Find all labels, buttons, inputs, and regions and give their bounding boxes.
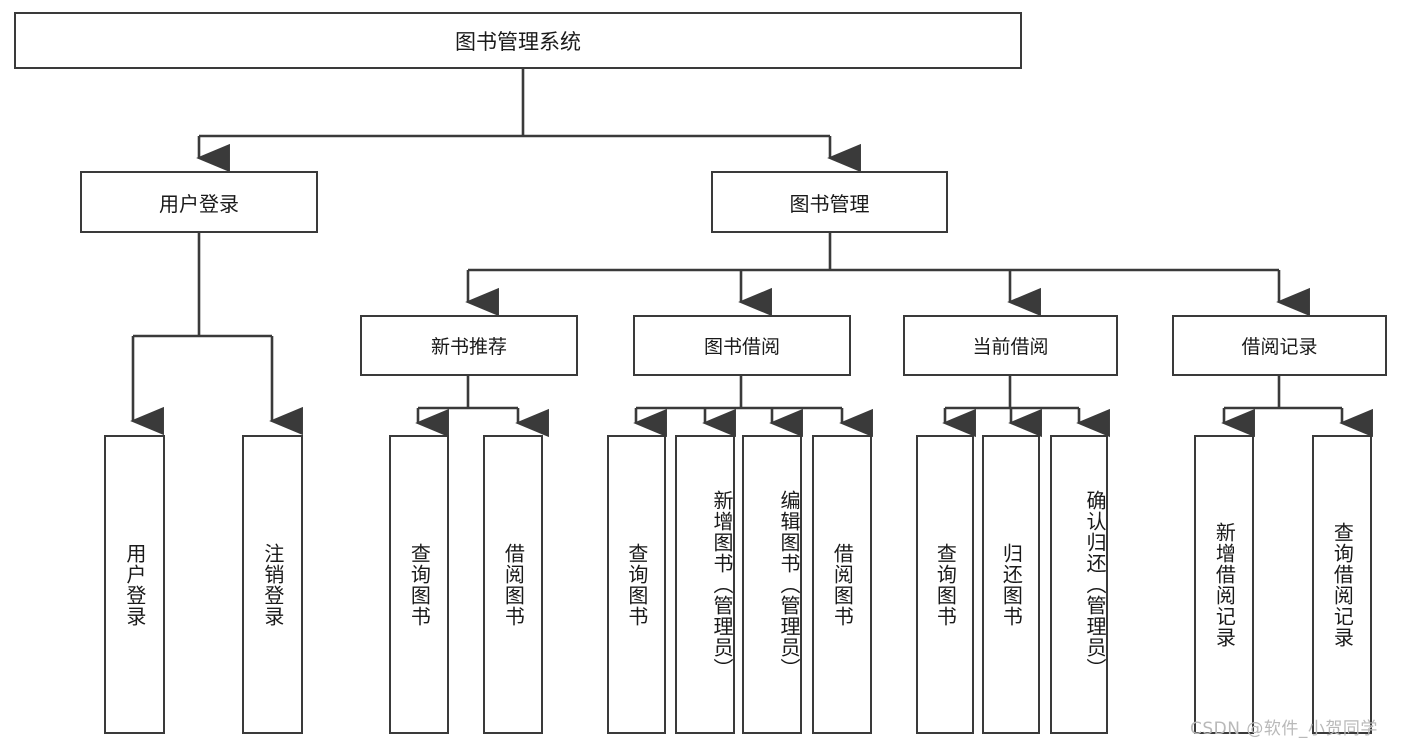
leaf-borrow-book[interactable]: 借阅图书 <box>812 435 872 734</box>
leaf-add-borrow-record[interactable]: 新增借阅记录 <box>1194 435 1254 734</box>
leaf-return-book[interactable]: 归还图书 <box>982 435 1040 734</box>
leaf-edit-book-admin[interactable]: 编辑图书（管理员） <box>742 435 802 734</box>
node-level2-new-book-recommend[interactable]: 新书推荐 <box>360 315 578 376</box>
node-level1-user-login[interactable]: 用户登录 <box>80 171 318 233</box>
leaf-borrow-book-recommend[interactable]: 借阅图书 <box>483 435 543 734</box>
leaf-user-logout[interactable]: 注销登录 <box>242 435 303 734</box>
leaf-query-book-borrow[interactable]: 查询图书 <box>607 435 666 734</box>
node-level1-book-management[interactable]: 图书管理 <box>711 171 948 233</box>
leaf-query-book-current[interactable]: 查询图书 <box>916 435 974 734</box>
leaf-user-login[interactable]: 用户登录 <box>104 435 165 734</box>
leaf-query-book-recommend[interactable]: 查询图书 <box>389 435 449 734</box>
node-level2-borrow-record[interactable]: 借阅记录 <box>1172 315 1387 376</box>
node-level2-current-borrow[interactable]: 当前借阅 <box>903 315 1118 376</box>
leaf-query-borrow-record[interactable]: 查询借阅记录 <box>1312 435 1372 734</box>
leaf-add-book-admin[interactable]: 新增图书（管理员） <box>675 435 735 734</box>
node-root[interactable]: 图书管理系统 <box>14 12 1022 69</box>
node-level2-book-borrow[interactable]: 图书借阅 <box>633 315 851 376</box>
leaf-confirm-return-admin[interactable]: 确认归还（管理员） <box>1050 435 1108 734</box>
csdn-watermark: CSDN @软件_小贺同学 <box>1190 719 1378 739</box>
